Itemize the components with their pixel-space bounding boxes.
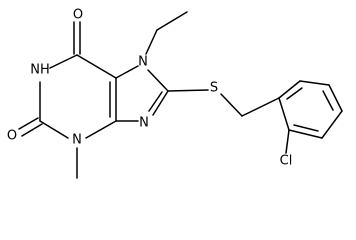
bond-ar-e-f-inner bbox=[293, 124, 319, 132]
bond-c2-o bbox=[21, 123, 43, 137]
bond-c5-n7 bbox=[115, 65, 139, 79]
bonds bbox=[18, 11, 343, 179]
atom-n-imine: N bbox=[139, 116, 149, 131]
bond-ar-e-f bbox=[288, 129, 323, 139]
bond-c4-n3 bbox=[85, 120, 117, 139]
bond-c8-s bbox=[167, 89, 209, 92]
bond-ar-b-c bbox=[299, 80, 330, 86]
bond-ar-f-a bbox=[278, 97, 290, 131]
molecule-structure: O N NH S N O N Cl bbox=[7, 8, 343, 179]
atom-n-ethyl: N bbox=[138, 55, 148, 70]
bond-ar-d-e bbox=[321, 110, 343, 139]
bond-ar-cl bbox=[285, 129, 290, 154]
bond-c8-n9 bbox=[152, 90, 169, 116]
bond-n7-ch2 bbox=[145, 29, 158, 55]
bond-n1-c6 bbox=[49, 54, 78, 69]
bond-c2-o-second bbox=[18, 117, 39, 130]
atom-n-methyl: N bbox=[72, 133, 82, 148]
bond-ar-c-d-inner bbox=[322, 90, 334, 111]
bond-c6-c5 bbox=[76, 54, 117, 79]
atom-labels: O N NH S N O N Cl bbox=[7, 8, 292, 169]
atom-cl: Cl bbox=[280, 154, 293, 169]
bond-n7-c8 bbox=[147, 69, 169, 92]
bond-s-ch2 bbox=[220, 93, 243, 117]
bond-ar-a-b bbox=[278, 80, 301, 99]
bond-ar-a-b-inner bbox=[286, 87, 303, 100]
bond-ch2-ring bbox=[241, 97, 280, 117]
bond-ch2-ch3 bbox=[156, 11, 188, 31]
bond-ar-c-d bbox=[328, 84, 343, 112]
atom-nh: NH bbox=[30, 63, 50, 78]
atom-o-top: O bbox=[73, 8, 83, 23]
bond-c8-n9-inner bbox=[148, 91, 163, 112]
atom-o-left: O bbox=[7, 129, 17, 144]
atom-s: S bbox=[210, 81, 218, 96]
bond-n3-c2 bbox=[39, 120, 69, 139]
